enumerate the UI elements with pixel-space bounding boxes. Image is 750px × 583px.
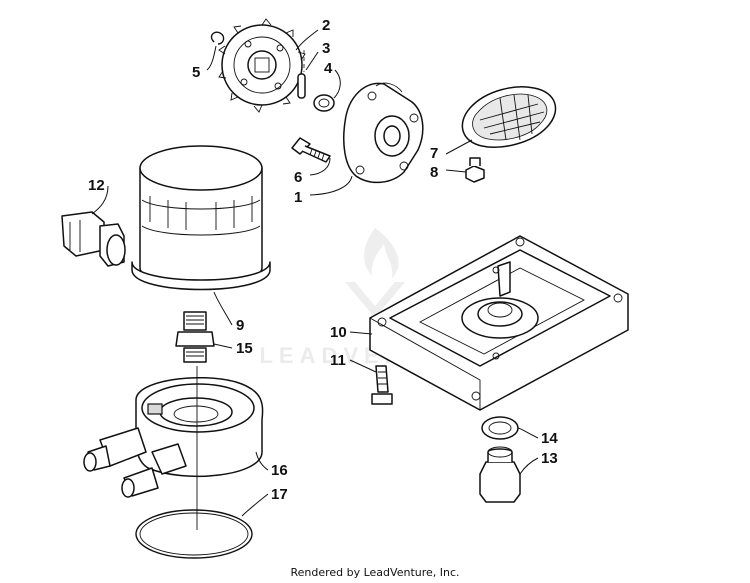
o-ring <box>135 509 253 559</box>
dowel-pin <box>297 73 306 99</box>
leader-lines <box>91 29 539 517</box>
callout-16: 16 <box>271 462 288 479</box>
oil-filter <box>131 145 271 291</box>
leadventure-logo <box>345 228 405 318</box>
callout-15: 15 <box>236 340 253 357</box>
callout-10: 10 <box>330 324 347 341</box>
callout-11: 11 <box>330 352 346 369</box>
callout-2: 2 <box>322 17 330 34</box>
washer <box>313 94 335 112</box>
oil-pump-housing <box>343 82 424 184</box>
retaining-clip <box>210 31 225 45</box>
callout-labels: 2 3 4 5 6 1 7 8 12 9 15 10 11 14 13 16 1… <box>88 17 558 503</box>
oil-cooler-adapter <box>83 377 264 498</box>
filter-fitting <box>175 311 215 363</box>
callout-5: 5 <box>192 64 200 81</box>
pump-bolt <box>291 137 331 163</box>
callout-13: 13 <box>541 450 558 467</box>
oil-pan <box>369 235 629 411</box>
callout-8: 8 <box>430 164 438 181</box>
callout-6: 6 <box>294 169 302 186</box>
oil-screen <box>461 86 557 148</box>
callout-17: 17 <box>271 486 288 503</box>
oil-sender <box>61 211 126 267</box>
footer-credit: Rendered by LeadVenture, Inc. <box>290 566 460 579</box>
callout-7: 7 <box>430 145 438 162</box>
callout-4: 4 <box>324 60 333 77</box>
callout-12: 12 <box>88 177 105 194</box>
callout-1: 1 <box>294 189 302 206</box>
callout-3: 3 <box>322 40 330 57</box>
screen-bolt <box>465 157 485 183</box>
pan-bolt <box>371 365 393 405</box>
sprocket-gear <box>218 18 306 113</box>
drain-plug <box>479 446 521 503</box>
callout-14: 14 <box>541 430 558 447</box>
drain-washer <box>481 416 519 440</box>
callout-9: 9 <box>236 317 244 334</box>
